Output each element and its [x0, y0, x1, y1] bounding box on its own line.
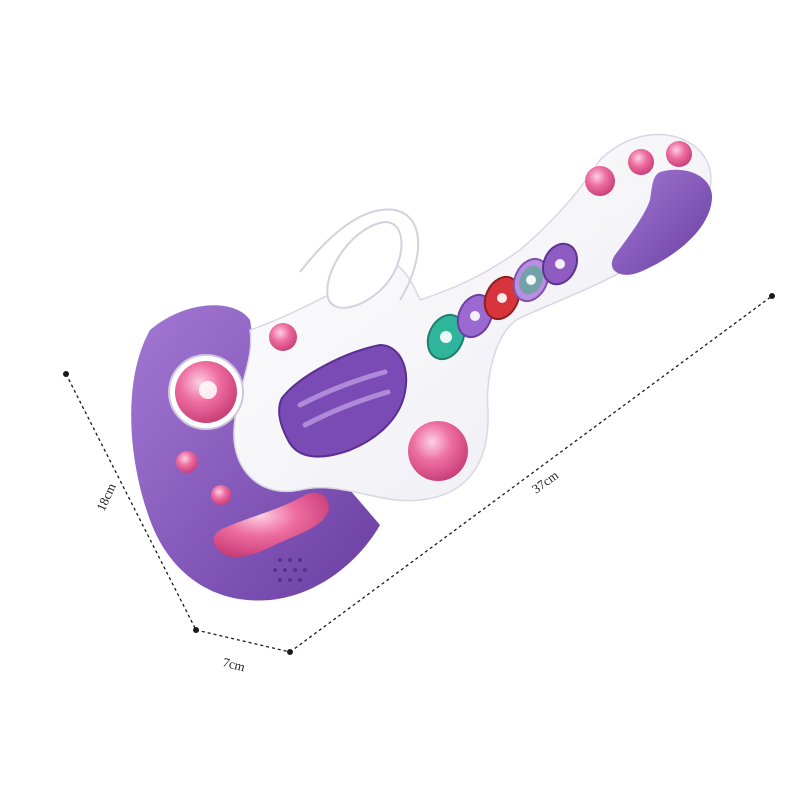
- speaker-hole: [293, 568, 297, 572]
- speaker-hole: [298, 578, 302, 582]
- height-label: 18cm: [93, 481, 119, 514]
- speaker-hole: [298, 558, 302, 562]
- speaker-hole: [288, 578, 292, 582]
- tuning-peg[interactable]: [628, 149, 654, 175]
- horn-hole: [326, 220, 403, 309]
- length-label: 37cm: [529, 467, 561, 496]
- neck-buttons: [426, 242, 579, 361]
- headstock-accent: [611, 169, 713, 275]
- tuning-peg[interactable]: [585, 166, 615, 196]
- dimension-endpoints: [63, 293, 775, 655]
- depth-label: 7cm: [221, 654, 246, 674]
- dimension-dot: [63, 371, 69, 377]
- upper-horn: [299, 208, 420, 301]
- speaker-hole: [303, 568, 307, 572]
- purple-body-button[interactable]: [176, 451, 198, 473]
- tuning-peg[interactable]: [666, 141, 692, 167]
- length-dimension-line: [289, 295, 773, 653]
- purple-body-button[interactable]: [211, 485, 231, 505]
- whammy-bar[interactable]: [213, 492, 329, 557]
- volume-knob[interactable]: [408, 421, 468, 481]
- speaker-hole: [288, 558, 292, 562]
- dimension-dot: [287, 649, 293, 655]
- button-icon: [555, 259, 565, 269]
- speaker-grill: [273, 558, 307, 582]
- small-pink-button[interactable]: [269, 323, 297, 351]
- dimension-dot: [193, 627, 199, 633]
- button-icon: [526, 275, 536, 285]
- music-dial-center: [199, 381, 217, 399]
- button-icon: [440, 331, 452, 343]
- speaker-hole: [278, 578, 282, 582]
- toy-guitar: [131, 133, 713, 601]
- dimension-dot: [769, 293, 775, 299]
- depth-dimension-line: [195, 629, 291, 653]
- speaker-hole: [278, 558, 282, 562]
- speaker-hole: [273, 568, 277, 572]
- button-icon: [470, 311, 480, 321]
- button-icon: [497, 293, 507, 303]
- dimension-lines: [65, 295, 773, 653]
- strum-pad-groove: [297, 369, 391, 428]
- speaker-hole: [283, 568, 287, 572]
